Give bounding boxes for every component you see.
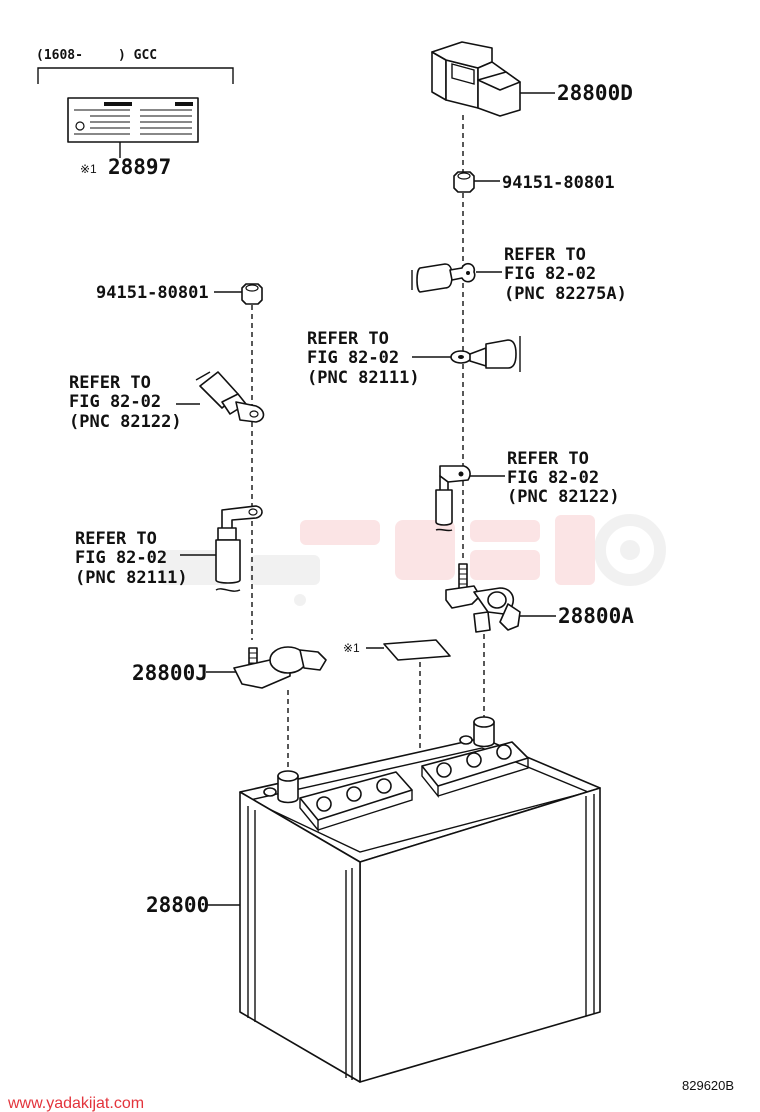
- website-watermark: www.yadakijat.com: [7, 1095, 144, 1112]
- ref3-line1: REFER TO: [507, 449, 589, 469]
- ref2-line1: REFER TO: [307, 329, 389, 349]
- cable-end-82122-right-drawing: [435, 465, 471, 532]
- ref1-line2: FIG 82-02: [504, 264, 596, 284]
- battery-part-number[interactable]: 28800: [146, 893, 209, 917]
- nut-left-part-number[interactable]: 94151-80801: [96, 283, 209, 303]
- ref4-line2: FIG 82-02: [69, 392, 161, 412]
- applicability-bracket: [37, 67, 234, 84]
- nut-left-drawing: [241, 283, 263, 305]
- positive-terminal-drawing: [445, 563, 521, 633]
- ref5-line1: REFER TO: [75, 529, 157, 549]
- battery-drawing: [239, 716, 601, 1083]
- ref5-line2: FIG 82-02: [75, 548, 167, 568]
- model-code-label: ) GCC: [118, 48, 157, 63]
- insert-mark: ※1: [343, 641, 360, 655]
- negative-terminal-drawing: [233, 646, 327, 689]
- watermark-logo: [160, 514, 666, 606]
- ref4-line3[interactable]: (PNC 82122): [69, 412, 182, 432]
- ref2-line2: FIG 82-02: [307, 348, 399, 368]
- label-sticker-mark: ※1: [80, 162, 97, 176]
- insert-sheet-drawing: [383, 639, 451, 661]
- positive-terminal-part-number[interactable]: 28800A: [558, 604, 634, 628]
- negative-terminal-part-number[interactable]: 28800J: [132, 661, 208, 685]
- label-sticker-part-number[interactable]: 28897: [108, 155, 171, 179]
- cable-end-82275a-drawing: [411, 262, 476, 293]
- label-sticker-drawing: [67, 97, 199, 143]
- ref3-line3[interactable]: (PNC 82122): [507, 487, 620, 507]
- nut-right-drawing: [453, 171, 475, 193]
- ref4-line1: REFER TO: [69, 373, 151, 393]
- ref3-line2: FIG 82-02: [507, 468, 599, 488]
- ref1-line3[interactable]: (PNC 82275A): [504, 284, 627, 304]
- nut-right-part-number[interactable]: 94151-80801: [502, 173, 615, 193]
- ref1-line1: REFER TO: [504, 245, 586, 265]
- cable-end-82122-left-drawing: [195, 371, 265, 423]
- cable-end-82111-left-drawing: [215, 505, 263, 592]
- cable-end-82111-right-drawing: [450, 336, 521, 372]
- terminal-cover-drawing: [431, 41, 521, 117]
- terminal-cover-part-number[interactable]: 28800D: [557, 81, 633, 105]
- diagram-code: 829620B: [682, 1078, 734, 1093]
- date-range-label: (1608-: [36, 48, 83, 63]
- ref5-line3[interactable]: (PNC 82111): [75, 568, 188, 588]
- ref2-line3[interactable]: (PNC 82111): [307, 368, 420, 388]
